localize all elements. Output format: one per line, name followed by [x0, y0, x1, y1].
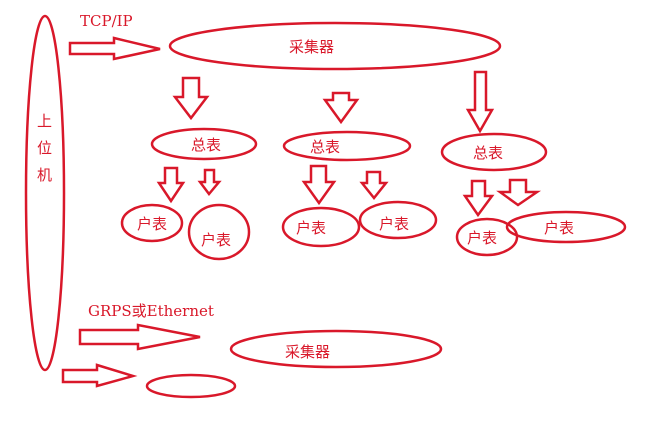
arrow-collector-total-3 — [465, 70, 495, 134]
total-meter-2 — [282, 130, 412, 162]
household-meter-2b — [358, 200, 438, 240]
total-meter-1-label: 总表 — [191, 136, 221, 154]
collector-small — [145, 373, 237, 399]
household-meter-1b-label: 户表 — [201, 231, 231, 249]
arrow-total1-household-b — [197, 168, 222, 197]
household-meter-2a — [281, 206, 361, 248]
total-meter-3 — [440, 132, 548, 172]
total-meter-2-label: 总表 — [310, 138, 340, 156]
collector-bottom — [229, 329, 443, 369]
collector-bottom-label: 采集器 — [285, 343, 330, 361]
arrow-total2-household-b — [359, 170, 389, 201]
small-arrow — [61, 363, 138, 388]
tcpip-arrow — [68, 36, 161, 61]
arrow-total1-household-a — [156, 166, 186, 204]
household-meter-1a-label: 户表 — [137, 215, 167, 233]
household-meter-2a-label: 户表 — [296, 219, 326, 237]
arrow-total3-household-a — [462, 179, 495, 218]
total-meter-1 — [150, 127, 258, 161]
arrow-collector-total-2 — [322, 91, 360, 125]
household-meter-2b-label: 户表 — [379, 215, 409, 233]
household-meter-3a-label: 户表 — [467, 229, 497, 247]
host-label-char-3: 机 — [37, 166, 52, 184]
arrow-collector-total-1 — [172, 76, 210, 121]
collector-top-label: 采集器 — [289, 38, 334, 56]
arrow-total2-household-a — [301, 164, 337, 206]
grps-ethernet-label: GRPS或Ethernet — [88, 302, 214, 320]
host-label-char-2: 位 — [37, 139, 52, 157]
household-meter-1a — [120, 203, 184, 243]
arrow-total3-household-b — [496, 178, 542, 207]
total-meter-3-label: 总表 — [473, 144, 503, 162]
host-label-char-1: 上 — [37, 112, 52, 130]
household-meter-1b — [187, 203, 251, 261]
household-meter-3b — [505, 210, 627, 244]
household-meter-3b-label: 户表 — [544, 219, 574, 237]
collector-top — [168, 21, 502, 71]
host-ellipse — [24, 14, 66, 372]
tcpip-label: TCP/IP — [80, 12, 133, 30]
grps-arrow — [78, 323, 201, 351]
household-meter-3a — [455, 217, 519, 257]
